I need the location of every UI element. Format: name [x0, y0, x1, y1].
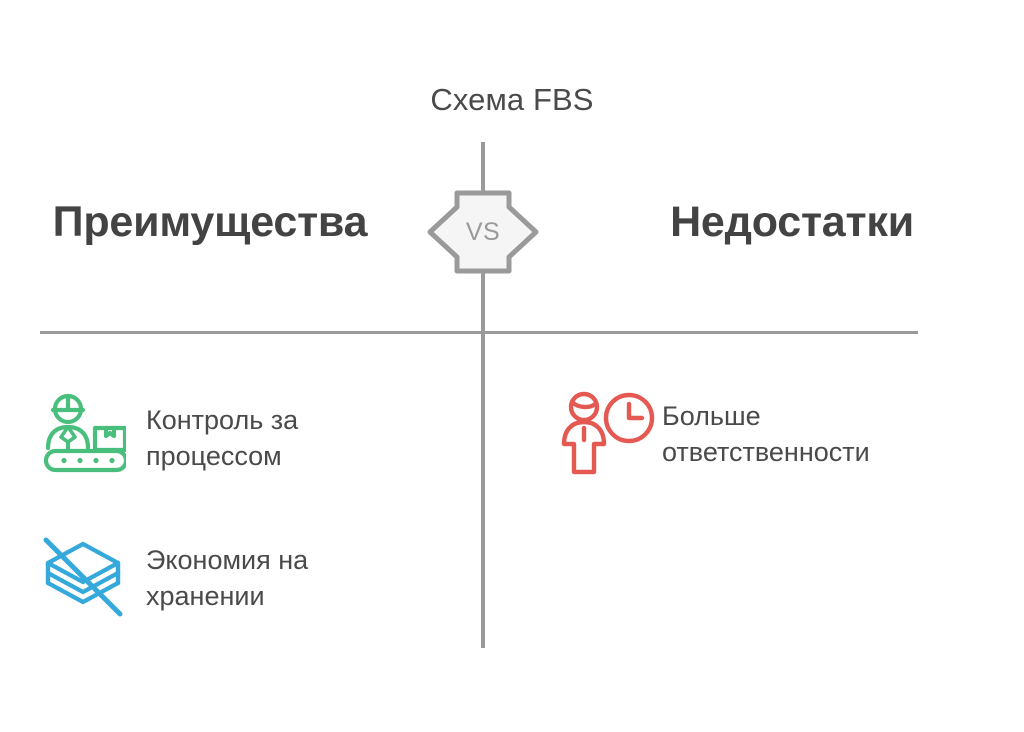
list-item: Больше ответственности — [558, 388, 962, 475]
list-item: Контроль за процессом — [40, 392, 376, 478]
right-column-heading: Недостатки — [670, 198, 914, 246]
list-item-label: Экономия на хранении — [146, 545, 309, 611]
conveyor-worker-icon — [40, 392, 126, 478]
list-item-label: Больше ответственности — [662, 401, 870, 467]
vs-badge-icon — [424, 185, 542, 279]
page-title: Схема FBS — [430, 82, 594, 117]
center-axis-line-top — [481, 142, 485, 192]
left-column-heading: Преимущества — [52, 198, 368, 246]
horizontal-divider — [40, 331, 918, 334]
list-item-label: Контроль за процессом — [146, 405, 299, 471]
center-axis-line-bottom — [481, 272, 485, 648]
paper-stack-crossed-icon — [38, 532, 124, 618]
vs-badge-label: VS — [465, 217, 501, 246]
person-clock-icon — [558, 388, 655, 475]
list-item: Экономия на хранении — [38, 532, 376, 618]
